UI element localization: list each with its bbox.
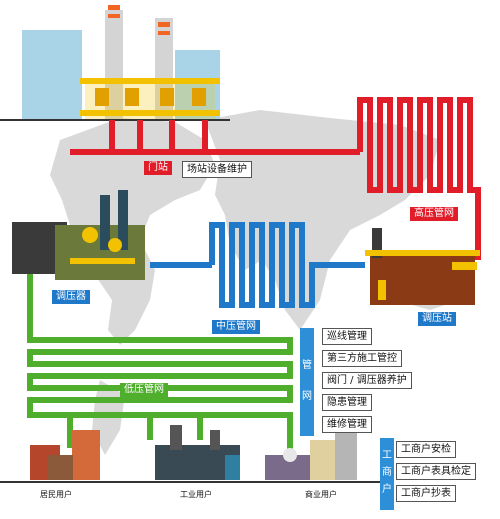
network-task-item: 隐患管理 — [322, 394, 372, 411]
business-tag-char-1: 工 — [382, 450, 392, 461]
network-tag-char-2: 网 — [302, 391, 312, 402]
business-tag-char-2: 商 — [382, 467, 392, 478]
medium-pressure-label: 中压管网 — [212, 320, 260, 334]
network-task-item: 阀门 / 调压器养护 — [322, 372, 412, 389]
low-pressure-label: 低压管网 — [120, 383, 168, 397]
gate-station-buildings — [0, 5, 230, 121]
medium-pressure-pipeline — [150, 222, 365, 308]
gate-station-label: 门站 — [144, 161, 172, 175]
business-task-item: 工商户安检 — [396, 441, 456, 458]
network-task-item: 第三方施工管控 — [322, 350, 402, 367]
regulator-label: 调压器 — [52, 290, 90, 304]
business-task-item: 工商户抄表 — [396, 485, 456, 502]
commercial-user-caption: 商业用户 — [305, 490, 337, 499]
network-tag-char-1: 管 — [302, 360, 312, 371]
industrial-buildings — [155, 425, 240, 480]
network-tag: 管 网 — [300, 328, 314, 436]
low-pressure-pipeline — [27, 270, 293, 450]
commercial-buildings — [265, 430, 357, 480]
gate-station-task: 场站设备维护 — [182, 161, 252, 178]
regulator-facility — [12, 190, 145, 280]
network-task-item: 巡线管理 — [322, 328, 372, 345]
regulating-station-label: 调压站 — [418, 312, 456, 326]
regulating-station-facility — [365, 228, 480, 305]
residential-buildings — [30, 430, 100, 480]
business-tag: 工 商 户 — [380, 438, 394, 510]
high-pressure-pipeline — [70, 97, 481, 260]
industrial-user-caption: 工业用户 — [180, 490, 212, 499]
ground-line — [0, 481, 380, 483]
residential-user-caption: 居民用户 — [40, 490, 72, 499]
network-task-item: 维修管理 — [322, 416, 372, 433]
high-pressure-label: 高压管网 — [410, 207, 458, 221]
business-task-item: 工商户表具检定 — [396, 463, 476, 480]
business-tag-char-3: 户 — [382, 484, 392, 495]
